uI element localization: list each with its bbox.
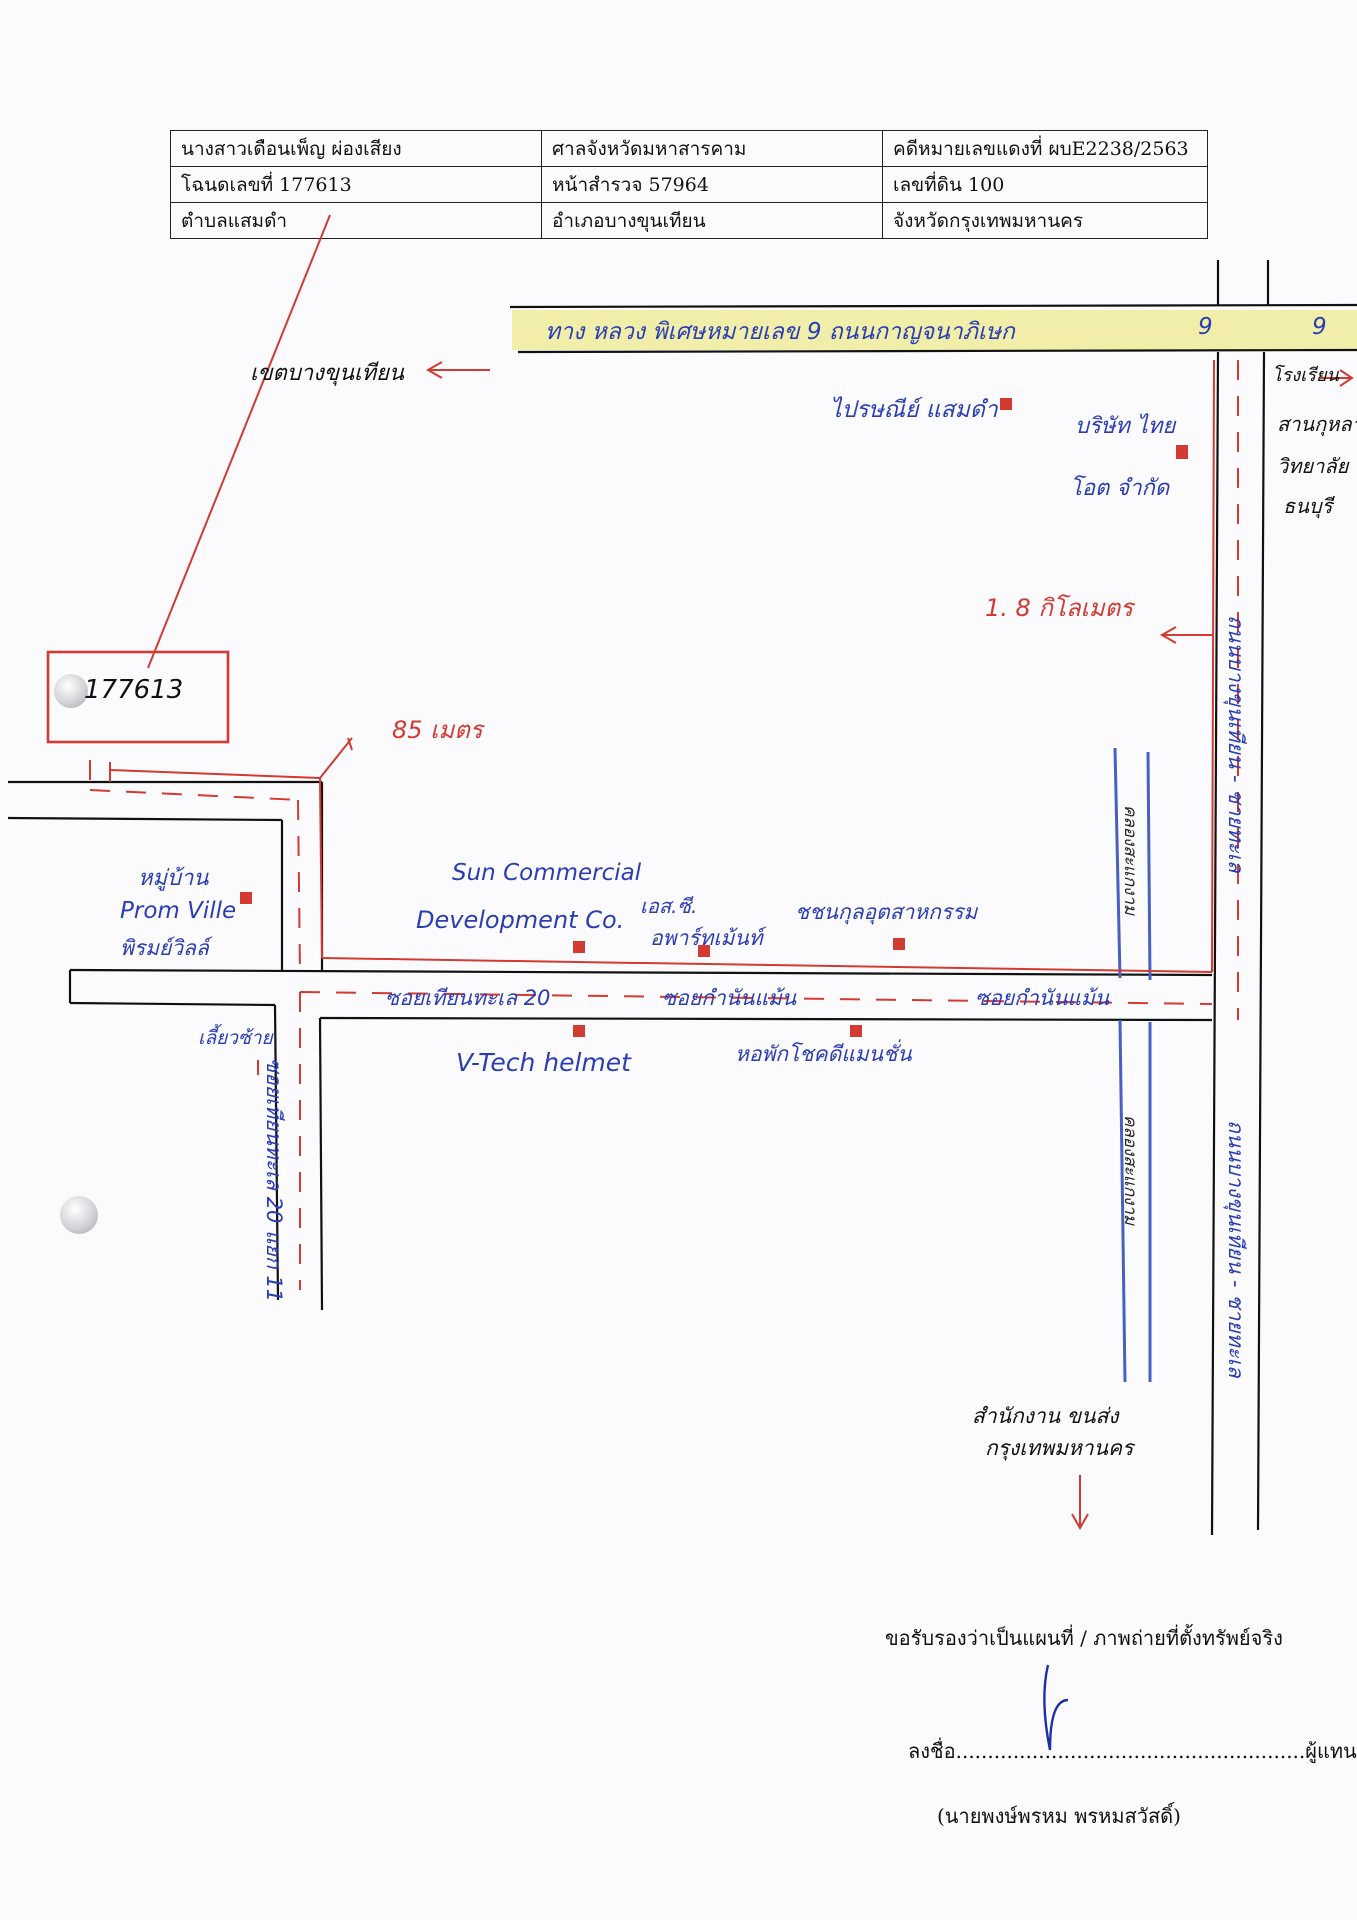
dormitory-label: หอพักโชคดีแมนชั่น [735,1042,912,1066]
case-info-table: นางสาวเดือนเพ็ญ ผ่องเสียง ศาลจังหวัดมหาส… [170,130,1208,239]
distance-km-label: 1. 8 กิโลเมตร [985,594,1134,622]
canal-label: คลองสะแกงาม [1120,805,1140,916]
sun-commercial-label: Sun Commercial [452,860,642,886]
highway-number: 9 [1198,314,1213,340]
direction-school-label: วิทยาลัย [1277,454,1349,478]
turn-left-label: เลี้ยวซ้าย [198,1027,273,1049]
office-label: สำนักงาน ขนส่ง [972,1404,1119,1428]
company-label: โอต จำกัด [1070,476,1170,501]
land-number-cell: เลขที่ดิน 100 [882,166,1208,203]
province-cell: จังหวัดกรุงเทพมหานคร [882,202,1208,239]
punch-hole [54,674,88,708]
signature-line: ลงชื่อ..................................… [908,1739,1357,1763]
highway-label: ทาง หลวง พิเศษหมายเลข 9 ถนนกาญจนาภิเษก [545,319,1015,345]
distance-m-label: 85 เมตร [392,716,483,744]
soi-main-label: ซอยเทียนทะเล 20 [385,986,551,1010]
court-cell: ศาลจังหวัดมหาสารคาม [541,130,883,167]
vtech-label: V-Tech helmet [456,1048,631,1077]
table-row: โฉนดเลขที่ 177613 หน้าสำรวจ 57964 เลขที่… [170,166,1208,203]
village-label: Prom Ville [120,898,237,924]
apartment-label: อพาร์ทเม้นท์ [650,926,763,950]
table-row: ตำบลแสมดำ อำเภอบางขุนเทียน จังหวัดกรุงเท… [170,202,1208,239]
signer-name: (นายพงษ์พรหม พรหมสวัสดิ์) [937,1804,1181,1828]
soi-vertical-label: ซอยเทียนทะเล 20 แยก 11 [262,1058,286,1303]
sun-commercial-label: Development Co. [416,906,625,934]
punch-hole [60,1196,98,1234]
factory-label: ชชนกุลอุตสาหกรรม [795,900,978,924]
canal-label: คลองสะแกงาม [1120,1115,1140,1226]
highway-number: 9 [1312,314,1327,340]
soi-kamnan-label: ซอยกำนันแม้น [975,986,1110,1010]
parcel-number-label: 177613 [84,675,184,705]
apartment-label: เอส.ซี. [640,894,698,918]
table-row: นางสาวเดือนเพ็ญ ผ่องเสียง ศาลจังหวัดมหาส… [170,130,1208,167]
office-label: กรุงเทพมหานคร [985,1436,1134,1460]
main-road-label: ถนนบางขุนเทียน - ชายทะเล [1224,1120,1248,1378]
village-label: พิรมย์วิลล์ [120,936,209,960]
direction-school-label: สานกุหลาบ [1277,412,1357,436]
direction-school-label: ธนบุรี [1283,494,1333,518]
main-road-label: ถนนบางขุนเทียน - ชายทะเล [1224,615,1248,873]
certification-text: ขอรับรองว่าเป็นแผนที่ / ภาพถ่ายที่ตั้งทร… [885,1626,1283,1650]
direction-bangkhunthian-label: เขตบางขุนเทียน [250,361,404,386]
village-label: หมู่บ้าน [138,866,209,891]
direction-school-label: โรงเรียน [1272,365,1339,386]
district-cell: อำเภอบางขุนเทียน [541,202,883,239]
post-office-label: ไปรษณีย์ แสมดำ [830,397,998,423]
deed-number-cell: โฉนดเลขที่ 177613 [170,166,542,203]
soi-kamnan-label: ซอยกำนันแม้น [662,986,797,1010]
owner-cell: นางสาวเดือนเพ็ญ ผ่องเสียง [170,130,542,167]
survey-page-cell: หน้าสำรวจ 57964 [541,166,883,203]
subdistrict-cell: ตำบลแสมดำ [170,202,542,239]
company-label: บริษัท ไทย [1075,414,1176,439]
